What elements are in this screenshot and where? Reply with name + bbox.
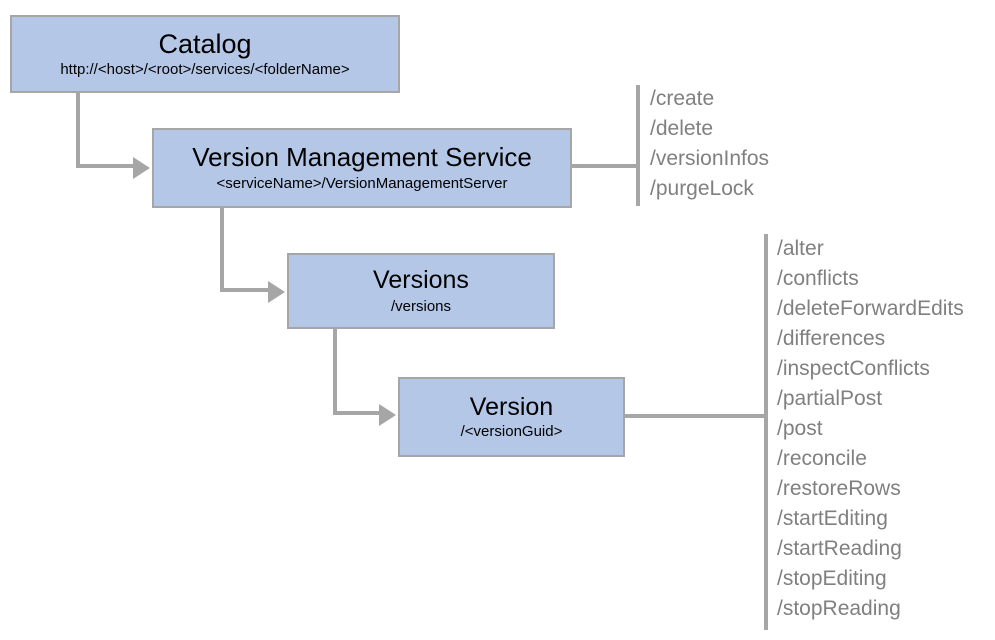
node-version-subtitle: /<versionGuid> [460,423,563,440]
connector-catalog-to-service-vertical [76,91,80,168]
operation-list-service: /create/delete/versionInfos/purgeLock [650,84,769,204]
operation-version-1[interactable]: /conflicts [777,267,859,290]
node-versions[interactable]: Versions /versions [287,253,555,329]
connector-service-to-versions-horizontal [220,288,270,292]
arrowhead-icon-service-to-versions [268,281,285,303]
connector-version-to-operations [623,414,768,418]
node-version-management-service-title: Version Management Service [192,141,532,172]
node-versions-title: Versions [373,266,469,294]
operation-version-9[interactable]: /startEditing [777,507,888,530]
arrowhead-icon-catalog-to-service [133,157,150,179]
operation-version-2[interactable]: /deleteForwardEdits [777,297,964,320]
operation-version-5[interactable]: /partialPost [777,387,883,410]
operation-service-2[interactable]: /versionInfos [650,147,770,170]
operation-version-10[interactable]: /startReading [777,537,902,560]
connector-versions-to-version-vertical [333,327,337,415]
operation-version-7[interactable]: /reconcile [777,447,867,470]
operation-service-3[interactable]: /purgeLock [650,177,754,200]
connector-versions-to-version-horizontal [333,411,381,415]
node-version-management-service[interactable]: Version Management Service <serviceName>… [152,128,572,208]
operation-service-0[interactable]: /create [650,87,715,110]
operation-version-12[interactable]: /stopReading [777,597,901,620]
node-catalog-title: Catalog [158,29,252,60]
operation-version-6[interactable]: /post [777,417,823,440]
node-catalog[interactable]: Catalog http://<host>/<root>/services/<f… [10,15,400,93]
bracket-service-operations [636,85,640,206]
operation-version-4[interactable]: /inspectConflicts [777,357,930,380]
node-version-management-service-subtitle: <serviceName>/VersionManagementServer [216,175,508,193]
connector-service-to-versions-vertical [220,206,224,292]
node-versions-subtitle: /versions [390,298,452,315]
operation-version-8[interactable]: /restoreRows [777,477,901,500]
arrowhead-icon-versions-to-version [379,404,396,426]
bracket-version-operations [764,234,768,630]
node-version-title: Version [469,393,554,421]
node-catalog-subtitle: http://<host>/<root>/services/<folderNam… [60,60,350,78]
operation-version-11[interactable]: /stopEditing [777,567,887,590]
node-version[interactable]: Version /<versionGuid> [398,377,625,457]
operation-version-3[interactable]: /differences [777,327,886,350]
connector-service-to-operations [570,164,640,168]
operation-service-1[interactable]: /delete [650,117,714,140]
operation-version-0[interactable]: /alter [777,237,824,260]
connector-catalog-to-service-horizontal [76,164,135,168]
operation-list-version: /alter/conflicts/deleteForwardEdits/diff… [777,234,964,624]
